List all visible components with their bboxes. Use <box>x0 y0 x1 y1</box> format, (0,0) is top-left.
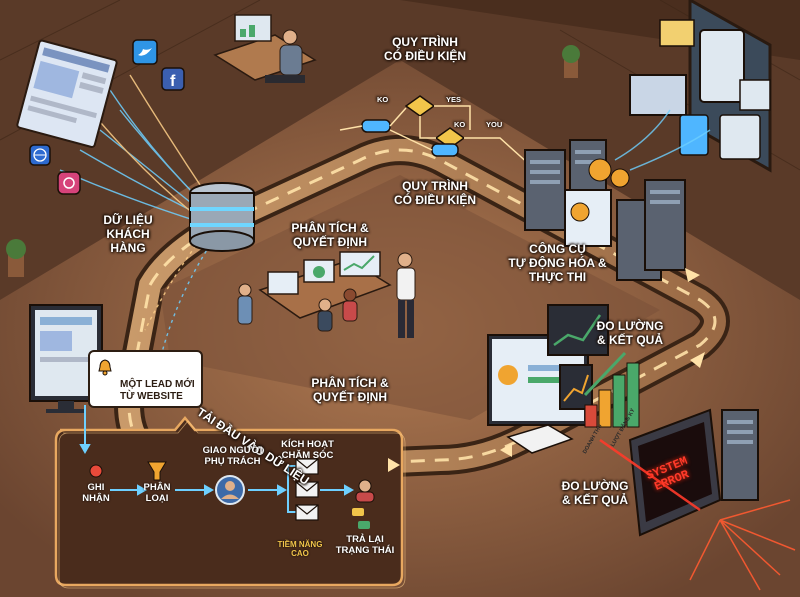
dashboard-display <box>487 304 609 426</box>
error-sparks <box>599 438 796 591</box>
flow-step-classify: PHÂN LOẠI <box>143 482 171 504</box>
label-customer-data: DỮ LIỆU KHÁCH HÀNG <box>103 213 153 255</box>
flow-high-potential: TIỀM NĂNG CAO <box>277 540 323 559</box>
svg-text:f: f <box>170 73 176 90</box>
device-cluster <box>629 19 771 160</box>
website-mockup <box>16 39 118 148</box>
error-server <box>628 408 759 537</box>
label-conditional-process-top: QUY TRÌNH CÓ ĐIỀU KIỆN <box>383 35 466 63</box>
plant-right <box>562 45 580 78</box>
label-automation-tools: CÔNG CỤ TỰ ĐỘNG HÓA & THỰC THI <box>508 242 607 284</box>
lead-notification[interactable]: MỘT LEAD MỚI TỪ WEBSITE <box>88 350 203 408</box>
flow-label-you: YOU <box>486 120 503 129</box>
database-icon <box>189 182 255 252</box>
flow-step-activate: KÍCH HOẠT CHĂM SÓC <box>281 439 334 461</box>
label-measurement-right: ĐO LƯỜNG & KẾT QUẢ <box>596 319 664 347</box>
report-papers <box>506 424 574 454</box>
label-measurement-bottom: ĐO LƯỜNG & KẾT QUẢ <box>561 479 629 507</box>
kpi-bar-chart <box>583 351 640 428</box>
twitter-icon <box>132 39 158 65</box>
flow-step-assign: GIAO NGƯỜI PHỤ TRÁCH <box>202 445 263 467</box>
agent-icon <box>355 479 375 503</box>
server-cluster <box>524 139 686 281</box>
notification-text: MỘT LEAD MỚI TỪ WEBSITE <box>120 379 195 402</box>
label-analysis-top: PHÂN TÍCH & QUYẾT ĐỊNH <box>291 221 369 249</box>
chat-bubble-icon <box>352 508 364 516</box>
flow-label-no-2: KO <box>454 120 466 129</box>
funnel-icon <box>147 461 167 481</box>
flow-label-no: KO <box>377 95 389 104</box>
label-conditional-process-mid: QUY TRÌNH CÓ ĐIỀU KIỆN <box>393 179 476 207</box>
decision-flowchart <box>339 95 531 166</box>
flow-label-yes: YES <box>446 95 462 104</box>
office-worker-desk <box>213 14 317 83</box>
label-analysis-bottom: PHÂN TÍCH & QUYẾT ĐỊNH <box>311 376 389 404</box>
facebook-icon: f <box>161 67 185 91</box>
chat-bubble-icon <box>358 521 370 529</box>
plant-left <box>6 239 26 277</box>
globe-icon <box>29 144 51 166</box>
instagram-icon <box>57 171 81 195</box>
track-arrows <box>388 268 705 472</box>
person-avatar-icon <box>215 475 245 505</box>
flow-step-return-status: TRẢ LẠI TRẠNG THÁI <box>335 534 395 556</box>
record-dot-icon <box>89 464 103 478</box>
bell-icon <box>98 359 112 376</box>
analysis-team <box>237 251 416 338</box>
flow-step-record: GHI NHẬN <box>82 482 110 504</box>
flow-arrows <box>79 405 355 513</box>
email-stack-icon <box>295 458 319 521</box>
